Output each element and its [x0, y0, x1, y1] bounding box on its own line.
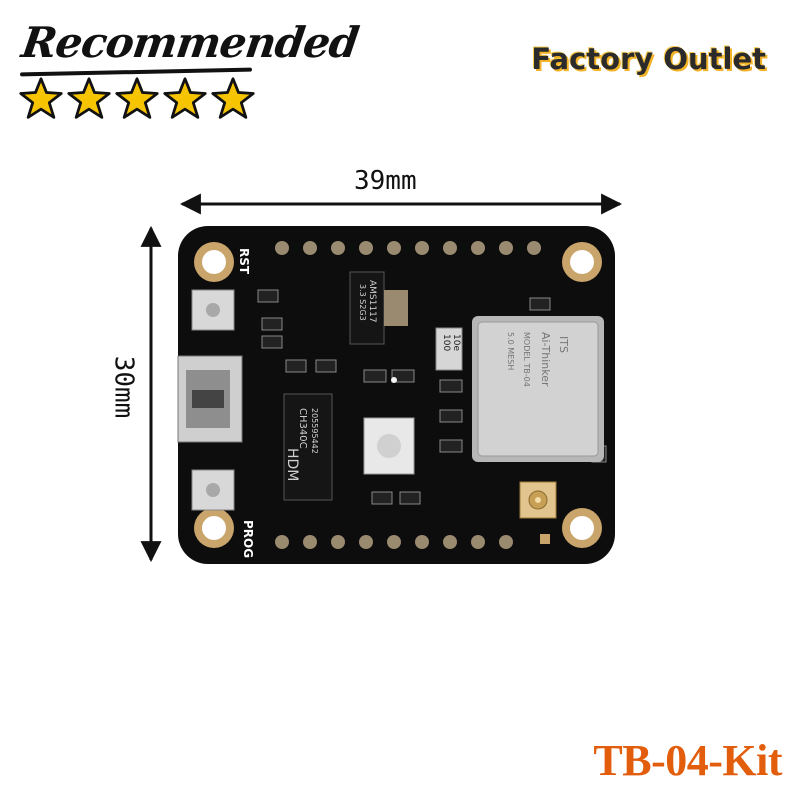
- svg-text:CH340C: CH340C: [297, 408, 308, 449]
- ble-module: ITS Ai-Thinker MODEL TB-04 5.0 MESH: [472, 316, 604, 462]
- svg-text:205595442: 205595442: [310, 408, 319, 454]
- star-icon: [211, 77, 255, 119]
- width-dimension-label: 39mm: [354, 166, 417, 196]
- star-icon: [67, 77, 111, 119]
- status-led: [391, 377, 397, 383]
- rating-stars: [18, 76, 256, 122]
- header-pins-bottom: [275, 535, 513, 549]
- svg-text:MODEL TB-04: MODEL TB-04: [522, 332, 531, 387]
- svg-text:ITS: ITS: [557, 336, 570, 353]
- svg-text:Ai-Thinker: Ai-Thinker: [539, 332, 552, 387]
- header-pins-top: [275, 241, 541, 255]
- svg-text:100: 100: [441, 334, 451, 351]
- svg-text:AMS1117: AMS1117: [367, 280, 377, 323]
- antenna-connector: [519, 481, 557, 519]
- star-icon: [19, 77, 63, 119]
- svg-text:3.3 S2G3: 3.3 S2G3: [358, 284, 367, 321]
- svg-text:10e: 10e: [451, 334, 461, 351]
- svg-text:HDM: HDM: [284, 448, 300, 481]
- prog-button: [191, 469, 235, 511]
- usb-serial-chip: CH340C 205595442 HDM: [283, 393, 333, 501]
- rgb-led: [363, 417, 415, 475]
- gold-pad: [540, 534, 550, 544]
- star-icon: [163, 77, 207, 119]
- mounting-holes: [194, 242, 602, 548]
- rst-silkscreen: RST: [237, 248, 251, 275]
- svg-text:5.0 MESH: 5.0 MESH: [506, 332, 515, 370]
- reset-button: [191, 289, 235, 331]
- star-icon: [115, 77, 159, 119]
- prog-silkscreen: PROG: [241, 520, 255, 558]
- resistor-component: 100 10e: [435, 327, 463, 371]
- micro-usb-port: [177, 355, 243, 443]
- product-model-label: TB-04-Kit: [593, 736, 782, 785]
- voltage-regulator: AMS1117 3.3 S2G3: [349, 271, 408, 345]
- factory-outlet-label: Factory Outlet: [531, 42, 766, 76]
